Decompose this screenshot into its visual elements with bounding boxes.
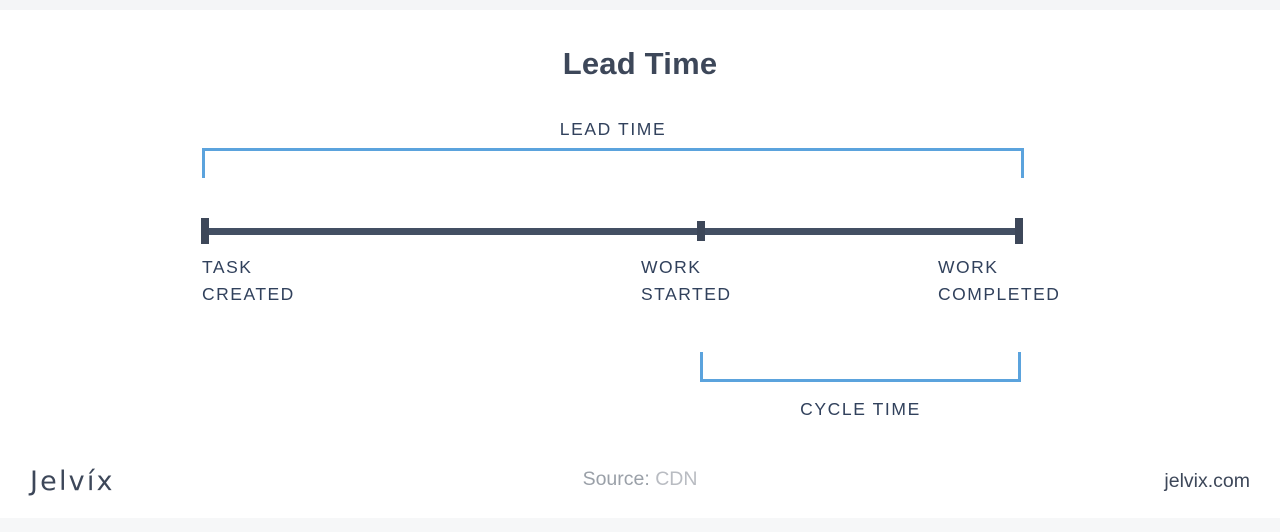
jelvix-logo: Jelvíx [30,466,115,497]
timeline-tick-task-created [201,218,209,244]
lead-time-span-label: LEAD TIME [559,119,667,139]
source-value: CDN [655,468,698,490]
milestone-label-work-started: WORK STARTED [641,257,732,304]
milestone-label-task-created: TASK CREATED [202,257,295,304]
cycle-time-bracket [700,352,1021,382]
milestone-label-work-completed: WORK COMPLETED [938,257,1061,304]
page-title: Lead Time [562,46,718,81]
source-label: Source: [582,468,650,490]
top-edge-band [0,0,1280,10]
timeline-tick-work-completed [1015,218,1023,244]
cycle-time-span-label: CYCLE TIME [800,399,921,419]
timeline-axis [204,228,1022,235]
lead-time-bracket [202,148,1024,178]
source-credit: Source: CDN [0,468,1280,491]
website-url: jelvix.com [1164,470,1250,492]
timeline-tick-work-started [697,221,705,241]
bottom-edge-band [0,518,1280,532]
